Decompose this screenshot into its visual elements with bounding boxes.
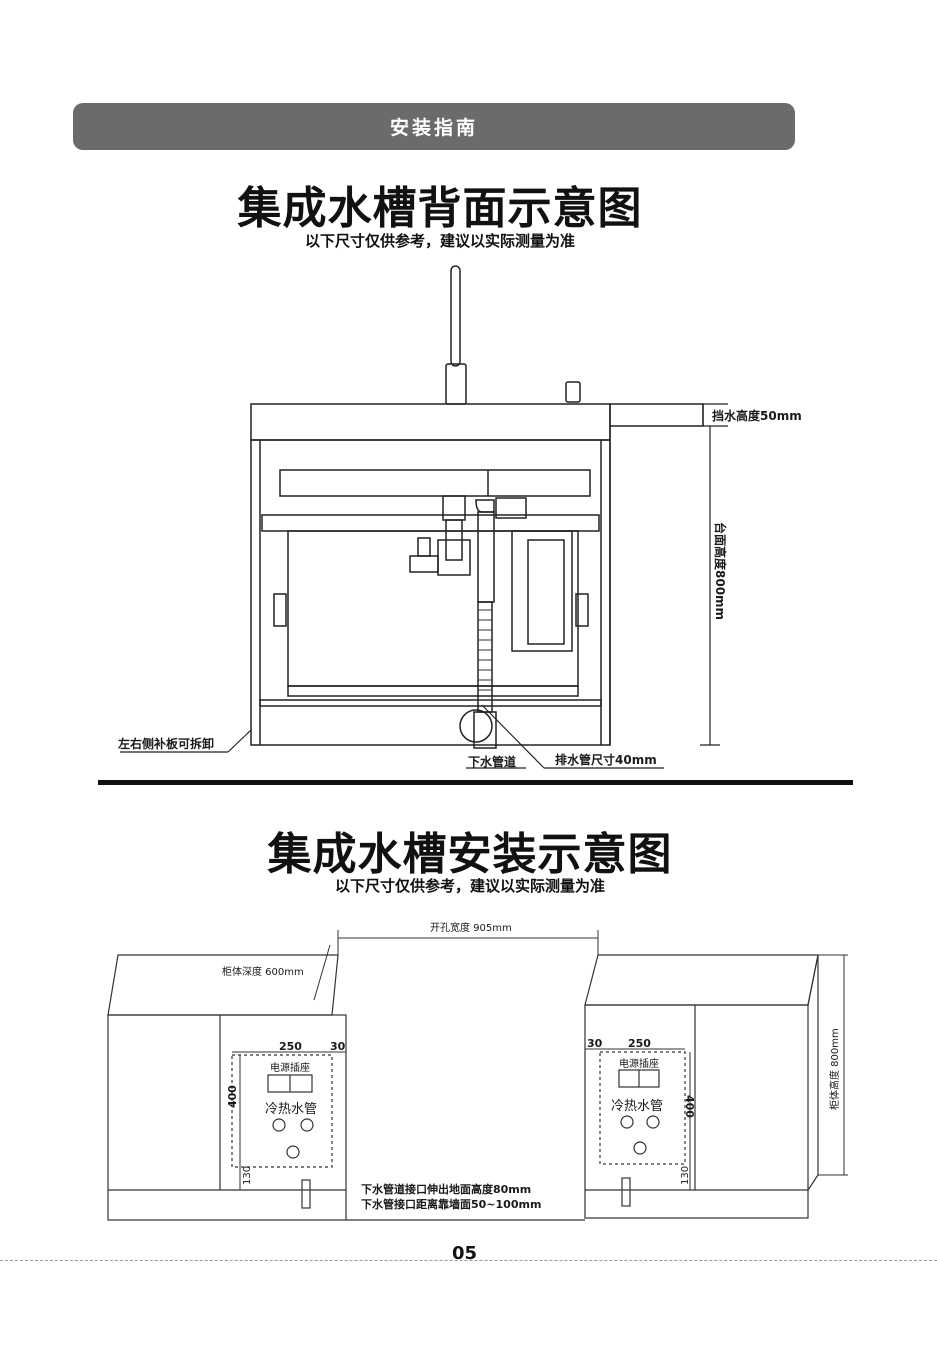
base-plinth	[259, 699, 602, 707]
right-cold-valve	[620, 1115, 634, 1129]
right-floor-drain	[621, 1177, 631, 1207]
left-water-pipes-label: 冷热水管	[265, 1102, 317, 1117]
page-footer-dashed-line	[0, 1260, 937, 1261]
left-power-socket-label: 电源插座	[270, 1061, 310, 1074]
cabinet-depth-label: 柜体深度 600mm	[222, 965, 304, 978]
drain-hose-size-label: 排水管尺寸40mm	[555, 752, 657, 767]
right-cabinet	[584, 954, 819, 1006]
side-panels-label: 左右侧补板可拆卸	[117, 736, 214, 751]
right-utility-zone	[599, 1051, 686, 1165]
right-dim-250: 250	[628, 1037, 651, 1050]
section-header-bar: 安装指南	[73, 103, 795, 150]
right-dim-30: 30	[587, 1037, 603, 1050]
soap-dispenser	[565, 381, 581, 403]
drain-distance-note: 下水管接口距离靠墙面50~100mm	[361, 1197, 541, 1211]
left-hot-valve	[300, 1118, 314, 1132]
section-header-label: 安装指南	[389, 117, 478, 139]
faucet-spout	[450, 265, 461, 367]
install-view-title: 集成水槽安装示意图	[267, 829, 673, 880]
left-side-handle	[273, 593, 287, 627]
cabinet-frame	[250, 439, 611, 746]
right-dim-130: 130	[680, 1166, 691, 1185]
sink-basin	[279, 469, 591, 497]
drain-pipe-label: 下水管道	[468, 754, 516, 769]
right-dim-400: 400	[683, 1095, 696, 1118]
left-dim-400: 400	[226, 1085, 239, 1108]
opening-width-label: 开孔宽度 905mm	[430, 921, 512, 934]
left-dim-130: 130	[242, 1166, 253, 1185]
section-divider	[98, 780, 853, 785]
left-dim-250: 250	[279, 1040, 302, 1053]
right-power-socket-label: 电源插座	[619, 1057, 659, 1070]
drain-height-note: 下水管道接口伸出地面高度80mm	[361, 1182, 531, 1196]
right-water-pipes-label: 冷热水管	[611, 1099, 663, 1114]
left-drain-valve	[286, 1145, 300, 1159]
back-view-subtitle: 以下尺寸仅供参考，建议以实际测量为准	[304, 232, 575, 250]
right-hot-valve	[646, 1115, 660, 1129]
cabinet-height-label: 柜体高度 800mm	[828, 1028, 841, 1110]
left-cold-valve	[272, 1118, 286, 1132]
control-box	[511, 530, 573, 652]
splash-height-label: 挡水高度50mm	[712, 408, 802, 423]
install-view-subtitle: 以下尺寸仅供参考，建议以实际测量为准	[334, 877, 605, 895]
right-drain-valve	[633, 1141, 647, 1155]
left-dim-30: 30	[330, 1040, 346, 1053]
back-view-title: 集成水槽背面示意图	[237, 183, 643, 234]
right-side-handle	[575, 593, 589, 627]
counter-height-label: 台面高度800mm	[713, 522, 728, 620]
left-cabinet	[107, 954, 339, 1016]
left-floor-drain	[301, 1179, 311, 1209]
left-utility-zone	[231, 1054, 333, 1168]
page-number: 05	[452, 1243, 478, 1264]
